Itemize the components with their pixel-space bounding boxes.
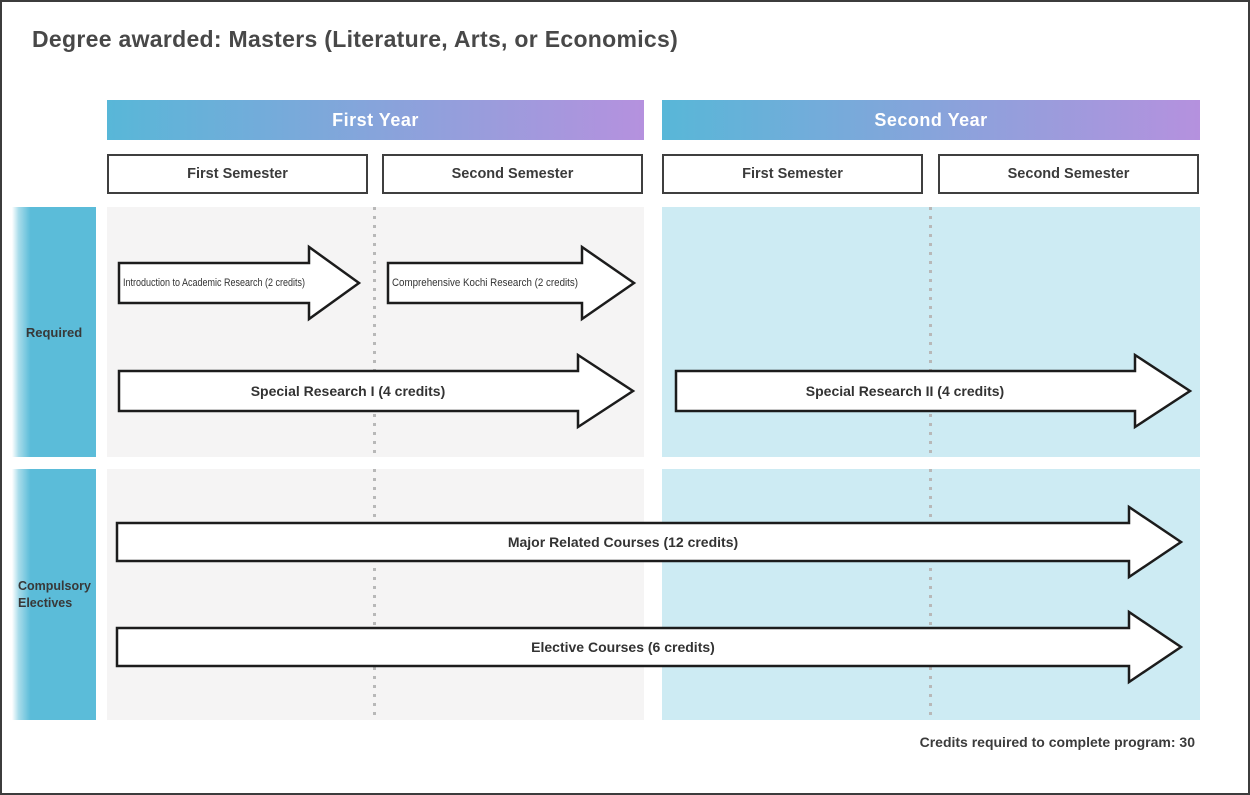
course-label: Introduction to Academic Research (2 cre… xyxy=(123,277,305,289)
arrow-shape xyxy=(117,352,636,430)
arrow-shape xyxy=(674,352,1193,430)
year-band-second-label: Second Year xyxy=(874,109,988,130)
year-band-first: First Year xyxy=(107,100,644,140)
row-label-required-text: Required xyxy=(25,324,83,340)
arrow-shape xyxy=(115,504,1184,580)
semester-box-y2s1: First Semester xyxy=(662,154,923,194)
course-label: Elective Courses (6 credits) xyxy=(531,639,715,655)
course-arrow-kochi-research: Comprehensive Kochi Research (2 credits) xyxy=(386,244,637,322)
arrow-shape xyxy=(115,609,1184,685)
course-label: Special Research I (4 credits) xyxy=(251,383,446,399)
row-label-required: Required xyxy=(12,207,96,457)
course-arrow-special-research-1: Special Research I (4 credits) xyxy=(117,352,636,430)
semester-divider xyxy=(373,469,376,720)
row-label-compulsory-electives: Compulsory Electives xyxy=(12,469,96,720)
course-arrow-major-related: Major Related Courses (12 credits) xyxy=(115,504,1184,580)
year-band-second: Second Year xyxy=(662,100,1200,140)
arrow-shape xyxy=(386,244,637,322)
semester-divider xyxy=(373,207,376,457)
semester-box-y1s1: First Semester xyxy=(107,154,368,194)
semester-box-y1s2: Second Semester xyxy=(382,154,643,194)
course-arrow-electives: Elective Courses (6 credits) xyxy=(115,609,1184,685)
row-label-electives-line2: Electives xyxy=(18,595,73,610)
semester-label: First Semester xyxy=(742,166,843,182)
row-label-electives-line1: Compulsory xyxy=(18,579,91,594)
semester-label: Second Semester xyxy=(451,166,574,182)
page-title: Degree awarded: Masters (Literature, Art… xyxy=(32,26,679,52)
year-band-first-label: First Year xyxy=(332,109,419,130)
course-arrow-special-research-2: Special Research II (4 credits) xyxy=(674,352,1193,430)
semester-box-y2s2: Second Semester xyxy=(938,154,1199,194)
course-label: Special Research II (4 credits) xyxy=(806,383,1004,399)
semester-divider xyxy=(929,469,932,720)
course-arrow-intro-research: Introduction to Academic Research (2 cre… xyxy=(117,244,362,322)
course-label: Major Related Courses (12 credits) xyxy=(508,534,738,550)
semester-label: First Semester xyxy=(187,166,288,182)
course-label: Comprehensive Kochi Research (2 credits) xyxy=(392,277,578,289)
semester-divider xyxy=(929,207,932,457)
semester-label: Second Semester xyxy=(1007,166,1130,182)
credits-required-note: Credits required to complete program: 30 xyxy=(919,734,1195,750)
arrow-shape xyxy=(117,244,362,322)
